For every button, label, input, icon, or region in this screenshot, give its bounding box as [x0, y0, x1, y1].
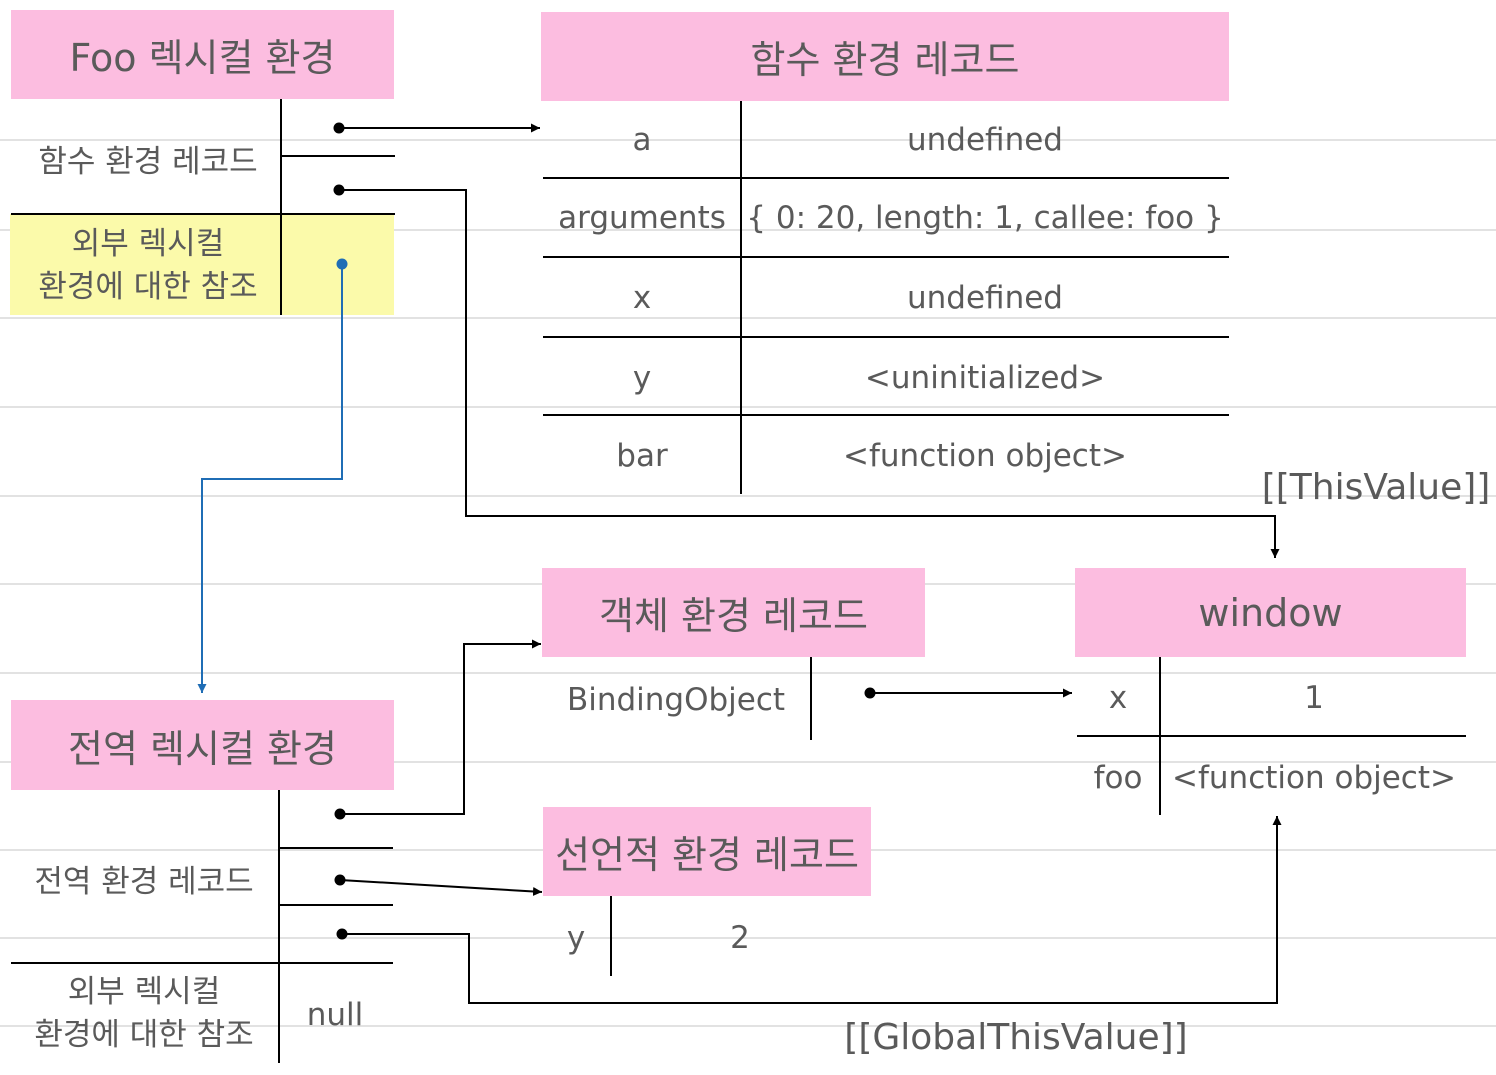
declarative-record-pointer-dot — [334, 874, 346, 886]
function-env-record-title: 함수 환경 레코드 — [750, 38, 1020, 82]
foo-outer-ref-label: 외부 렉시컬 환경에 대한 참조 — [20, 222, 276, 310]
fer-row-a-name: a — [632, 122, 652, 158]
fer-row-a-value: undefined — [907, 122, 1063, 158]
fer-row-x-name: x — [632, 280, 652, 316]
global-this-value-arrow — [342, 816, 1282, 1004]
this-value-arrow — [339, 189, 1280, 558]
fer-row-bar-value: <function object> — [843, 438, 1127, 474]
window-row-x-value: 1 — [1304, 680, 1324, 716]
object-env-record-title: 객체 환경 레코드 — [599, 594, 868, 638]
window-row-x-name: x — [1108, 680, 1128, 716]
global-outer-ref-null: null — [306, 997, 364, 1033]
fer-row-y-name: y — [632, 360, 652, 396]
decl-row-y-value: 2 — [730, 920, 750, 956]
global-this-value-label: [[GlobalThisValue]] — [844, 1016, 1188, 1058]
window-row-foo-value: <function object> — [1172, 760, 1456, 796]
foo-outer-ref-label-line2: 환경에 대한 참조 — [38, 269, 258, 305]
declarative-env-record-header: 선언적 환경 레코드 — [543, 807, 871, 896]
this-value-label: [[ThisValue]] — [1261, 466, 1491, 508]
global-outer-ref-label-line2: 환경에 대한 참조 — [34, 1017, 254, 1053]
foo-env-record-pointer-dot — [333, 122, 345, 134]
foo-env-record-label: 함수 환경 레코드 — [38, 143, 258, 180]
global-env-record-label: 전역 환경 레코드 — [34, 863, 254, 900]
global-outer-ref-label: 외부 렉시컬 환경에 대한 참조 — [16, 970, 272, 1058]
fer-row-x-value: undefined — [907, 280, 1063, 316]
window-object-header: window — [1075, 568, 1466, 657]
foo-outer-ref-highlight — [10, 214, 394, 315]
fer-row-arguments-value: { 0: 20, length: 1, callee: foo } — [746, 200, 1224, 236]
fer-row-y-value: <uninitialized> — [864, 360, 1106, 396]
binding-object-label: BindingObject — [566, 682, 786, 718]
foo-outer-ref-label-line1: 외부 렉시컬 — [71, 226, 225, 262]
global-lexical-env-lines — [11, 790, 393, 1063]
outer-ref-pointer-dot — [336, 258, 348, 270]
this-value-pointer-dot — [333, 184, 345, 196]
outer-ref-arrow — [197, 264, 343, 693]
decl-row-y-name: y — [566, 920, 586, 956]
function-env-record-table-lines — [543, 101, 1229, 494]
object-env-record-header: 객체 환경 레코드 — [542, 568, 925, 657]
object-record-arrow — [340, 639, 541, 815]
global-lexical-env-title: 전역 렉시컬 환경 — [68, 726, 337, 771]
fer-row-arguments-name: arguments — [558, 200, 726, 236]
binding-object-pointer-dot — [864, 687, 876, 699]
window-table-lines — [1077, 657, 1466, 815]
foo-lexical-env-title: Foo 렉시컬 환경 — [69, 36, 336, 80]
foo-lexical-env-header: Foo 렉시컬 환경 — [11, 10, 394, 99]
window-row-foo-name: foo — [1093, 760, 1143, 796]
global-this-value-pointer-dot — [336, 928, 348, 940]
foo-lexical-env-lines — [11, 99, 395, 315]
window-object-title: window — [1198, 590, 1343, 635]
global-lexical-env-header: 전역 렉시컬 환경 — [11, 700, 394, 790]
declarative-record-arrow — [339, 879, 543, 896]
declarative-env-record-title: 선언적 환경 레코드 — [555, 833, 859, 877]
global-outer-ref-label-line1: 외부 렉시컬 — [67, 974, 221, 1010]
fer-row-bar-name: bar — [616, 438, 668, 474]
object-record-pointer-dot — [334, 808, 346, 820]
function-env-record-header: 함수 환경 레코드 — [541, 12, 1229, 101]
